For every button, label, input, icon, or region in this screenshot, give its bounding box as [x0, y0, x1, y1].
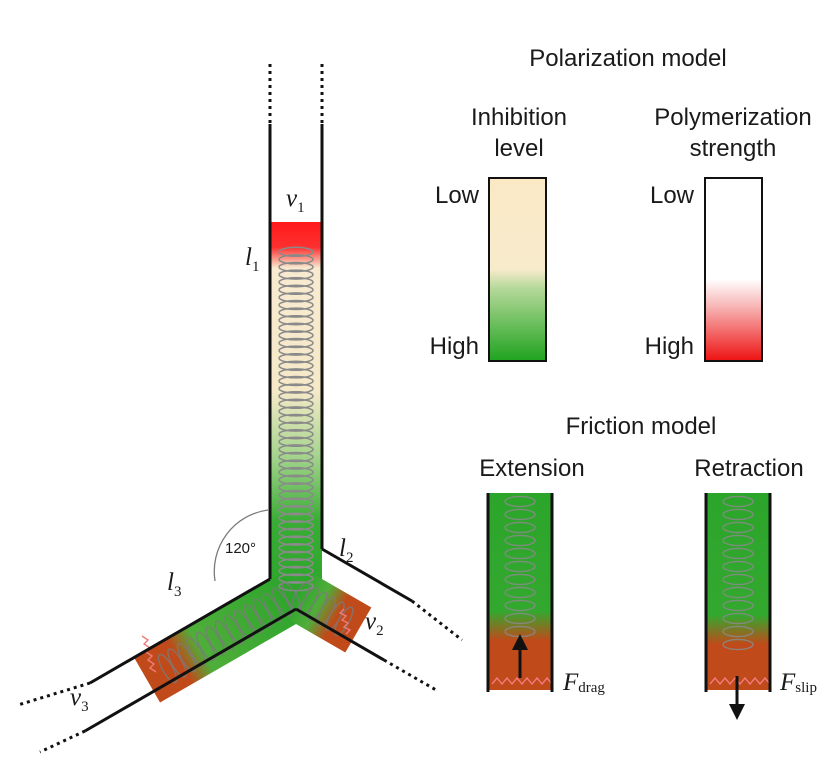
wall-right-upper-dotted: [411, 599, 463, 642]
retraction-channel-fill: [706, 493, 770, 690]
extension-sawtooth: [491, 676, 553, 686]
label-v2: v2: [365, 608, 384, 639]
retraction-arrow: [729, 676, 745, 720]
angle-arc: [213, 509, 269, 582]
label-v3: v3: [70, 684, 89, 715]
extension-label: Extension: [479, 455, 584, 482]
retraction-sawtooth: [709, 676, 771, 686]
sawtooth-branch-3: [141, 635, 157, 673]
polarization-title: Polarization model: [529, 45, 726, 72]
friction-title: Friction model: [566, 413, 717, 440]
extension-arrow: [512, 634, 528, 678]
branch-2-fill: [283, 571, 372, 653]
wall-right-upper: [321, 547, 413, 603]
polymerization-low: Low: [650, 182, 695, 209]
label-l1: l1: [245, 244, 259, 275]
sawtooth-branch-2: [338, 608, 352, 635]
angle-label: 120°: [225, 540, 256, 557]
wall-bottom-right-dotted: [383, 658, 437, 692]
wall-bottom-right: [295, 607, 385, 662]
branch-1-fill: [270, 225, 322, 595]
inhibition-high: High: [430, 333, 479, 360]
wall-left-lower-dotted: [17, 681, 91, 707]
wall-bottom-left: [84, 607, 297, 733]
inhibition-label-line1: Inhibition: [471, 104, 567, 131]
wall-bottom-left-dotted: [39, 729, 86, 754]
branching-cell: 120° v1 l1 l2 l3 v2 v3: [17, 64, 463, 754]
friction-model: Friction model Extension Fdrag Retractio…: [479, 413, 817, 720]
f-drag-label: Fdrag: [562, 669, 605, 696]
label-l3: l3: [167, 569, 181, 600]
retraction-spring: [722, 495, 754, 651]
label-l2: l2: [339, 535, 353, 566]
spring-branch-2: [290, 581, 354, 637]
f-slip-label: Fslip: [779, 669, 817, 696]
extension-spring: [504, 495, 536, 638]
label-v1: v1: [286, 185, 305, 216]
inhibition-colorbar: [488, 177, 547, 362]
polymerization-label-line1: Polymerization: [654, 104, 811, 131]
wall-left-lower: [89, 577, 271, 685]
polarization-model: Polarization model Inhibition level Low …: [430, 45, 812, 362]
branch-1-front: [270, 222, 322, 268]
polymerization-colorbar: [704, 177, 763, 362]
polymerization-high: High: [645, 333, 694, 360]
inhibition-label-line2: level: [494, 135, 543, 162]
polymerization-label-line2: strength: [690, 135, 777, 162]
inhibition-low: Low: [435, 182, 480, 209]
retraction-label: Retraction: [694, 455, 803, 482]
spring-branch-1: [278, 246, 314, 592]
